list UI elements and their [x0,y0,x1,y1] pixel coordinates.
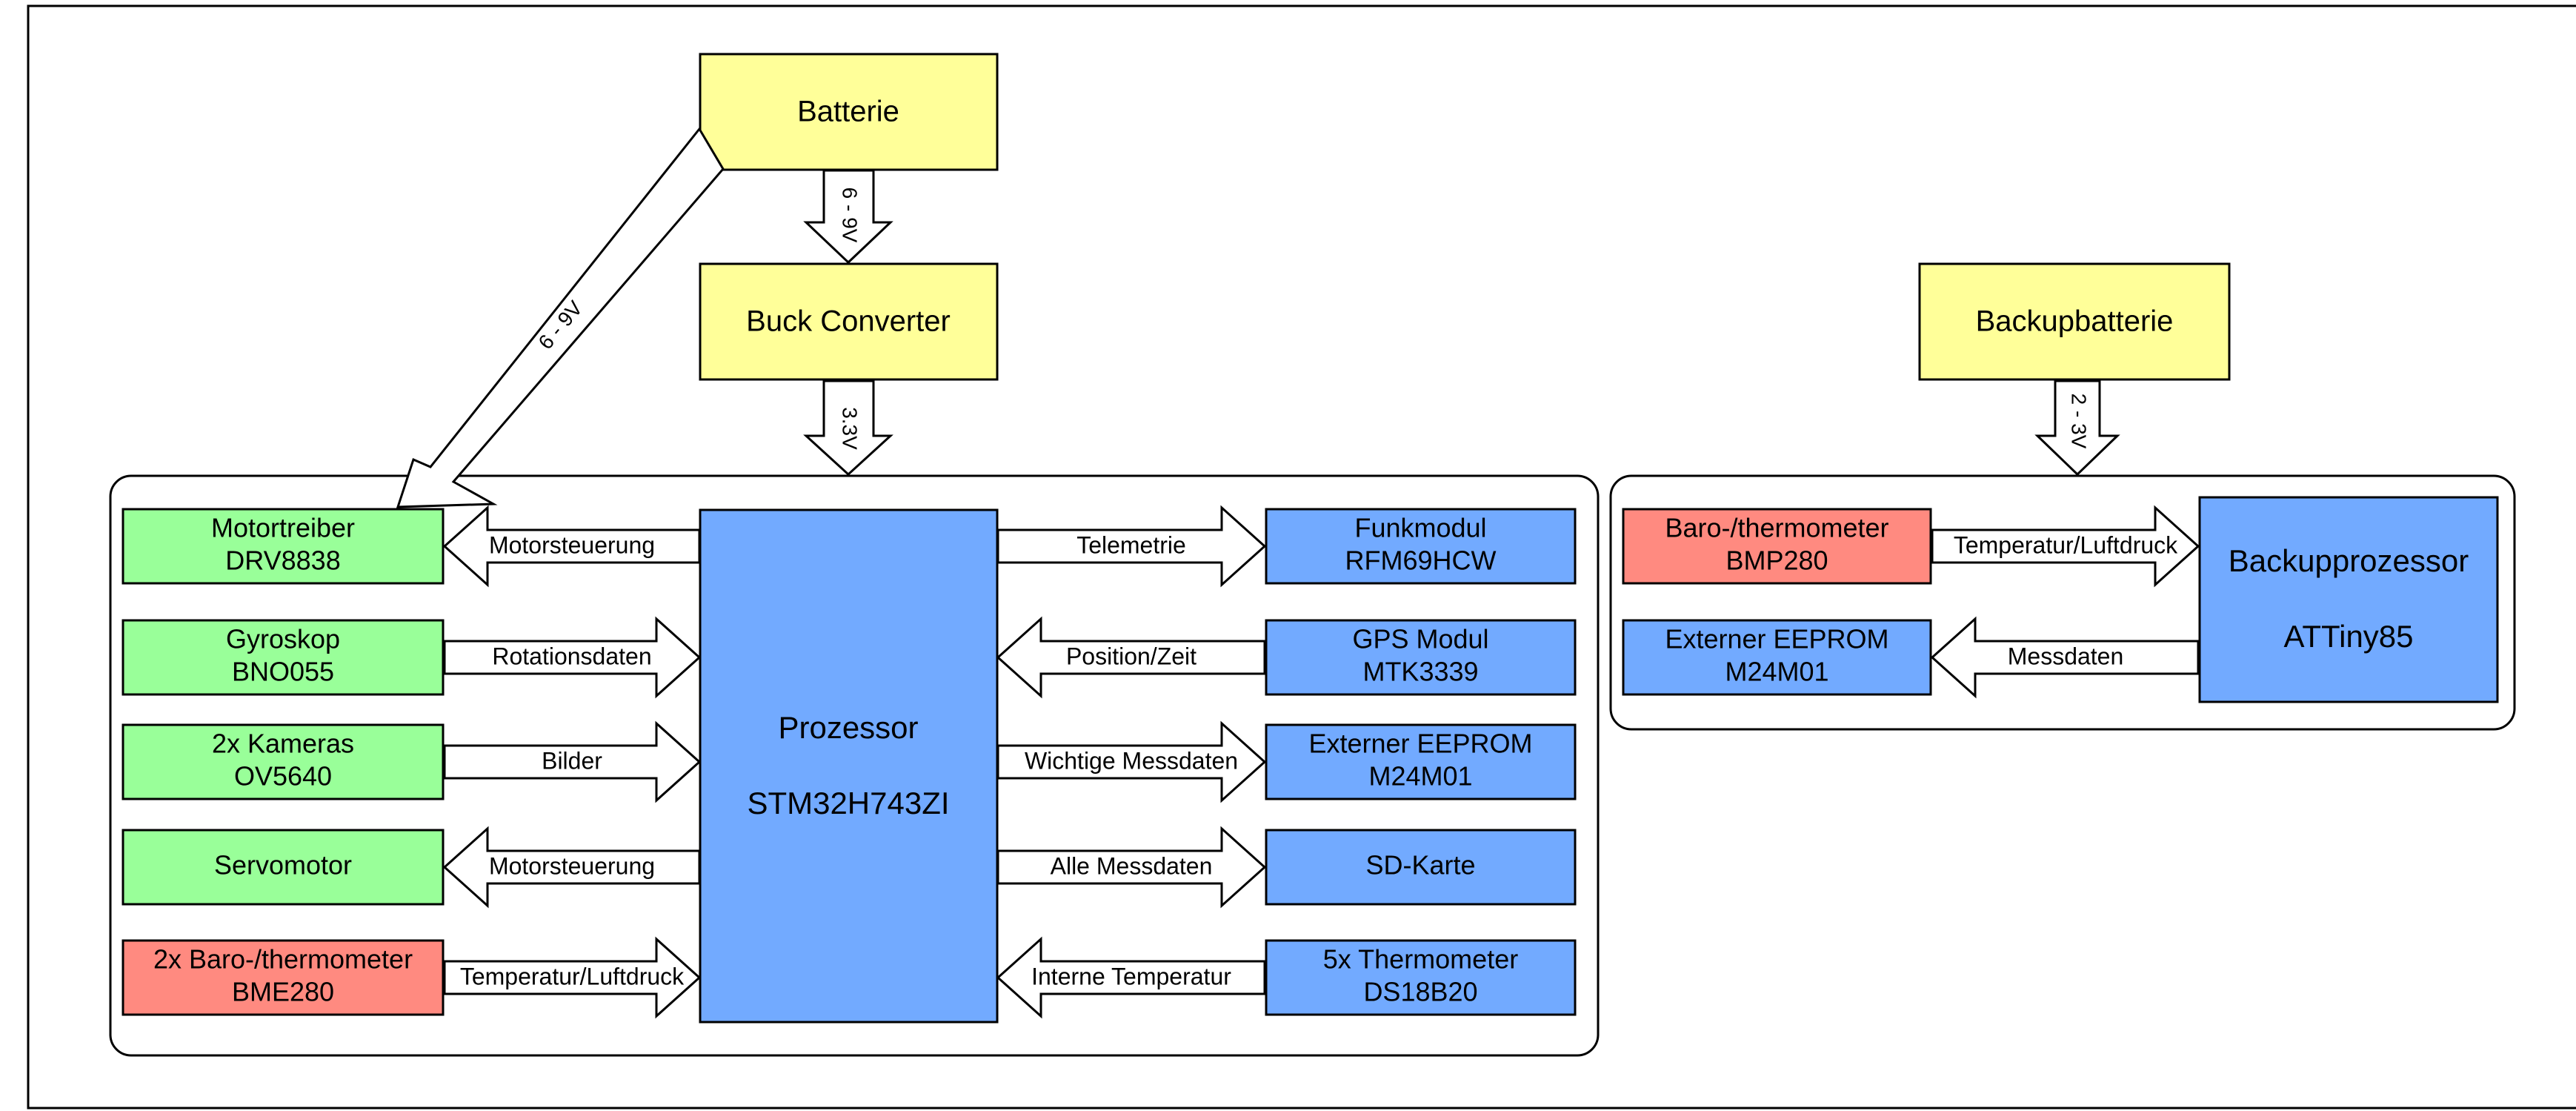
battery-block: Batterie [699,53,999,171]
module-name: 2x Baro-/thermometer [153,944,413,975]
module-chip: OV5640 [234,761,332,792]
backup-link-arrow-1 [1930,616,2200,699]
right-link-arrow-1 [996,616,1266,699]
module-name: Externer EEPROM [1665,624,1888,654]
main-board-container [109,474,1600,1057]
backup-processor-block: Backupprozessor ATTiny85 [2198,496,2499,703]
module-chip: M24M01 [1368,761,1472,792]
right-link-label-1: Position/Zeit [1066,643,1197,669]
module-chip: BNO055 [232,657,334,687]
module-name: SD-Karte [1365,850,1475,880]
left-link-arrow-0 [442,505,701,588]
right-link-label-4: Interne Temperatur [1031,963,1231,989]
battery-to-buck-arrow [803,169,893,265]
buck-to-board-voltage: 3.3V [839,407,862,450]
module-chip: BMP280 [1725,545,1828,576]
right-link-label-2: Wichtige Messdaten [1025,747,1238,774]
module-chip: M24M01 [1725,657,1828,687]
backup-processor-chip: ATTiny85 [2283,619,2413,654]
backup-battery-label: Backupbatterie [1976,305,2174,338]
outer-frame [27,4,2576,1110]
module-name: Gyroskop [226,624,340,654]
buck-converter-label: Buck Converter [746,305,951,338]
module-name: 2x Kameras [212,729,354,759]
left-module-3: Servomotor [122,829,445,906]
module-name: Baro-/thermometer [1665,513,1888,543]
processor-chip: STM32H743ZI [747,786,949,820]
right-link-arrow-3 [996,826,1267,909]
module-name: GPS Modul [1352,624,1488,654]
module-name: Funkmodul [1354,513,1486,543]
left-link-arrow-2 [443,720,702,803]
left-link-label-4: Temperatur/Luftdruck [460,963,685,989]
left-link-label-3: Motorsteuerung [489,852,655,879]
module-name: Motortreiber [211,513,355,543]
right-link-arrow-2 [996,720,1267,803]
module-chip: BME280 [232,977,334,1007]
module-chip: DS18B20 [1363,977,1477,1007]
battery-to-motor-arrow [396,127,725,508]
buck-to-board-arrow [803,379,893,477]
left-link-label-1: Rotationsdaten [492,643,651,669]
backup-board-container [1609,474,2516,731]
left-link-label-2: Bilder [542,747,602,774]
main-processor-block: Prozessor STM32H743ZI [699,508,999,1024]
left-link-arrow-1 [443,616,702,699]
modules-layer: MotortreiberDRV8838MotorsteuerungGyrosko… [122,505,2200,1019]
backup-battery-voltage: 2 - 3V [2068,394,2091,449]
backup-link-label-0: Temperatur/Luftdruck [1954,531,2178,558]
module-chip: RFM69HCW [1345,545,1497,576]
left-link-label-0: Motorsteuerung [489,531,655,558]
right-link-arrow-0 [996,505,1267,588]
module-name: 5x Thermometer [1323,944,1518,975]
backup-battery-block: Backupbatterie [1918,262,2231,381]
backup-link-label-1: Messdaten [2008,643,2124,669]
backup-processor-name: Backupprozessor [2229,543,2469,578]
buck-converter-block: Buck Converter [699,262,999,381]
battery-to-buck-voltage: 6 - 9V [839,188,862,243]
module-chip: DRV8838 [225,545,340,576]
backup-link-arrow-0 [1931,505,2200,588]
right-link-arrow-4 [996,936,1266,1019]
right-module-3: SD-Karte [1265,829,1577,906]
processor-name: Prozessor [778,710,918,745]
module-name: Servomotor [214,850,352,880]
right-link-label-0: Telemetrie [1076,531,1186,558]
module-name: Externer EEPROM [1308,729,1532,759]
backup-battery-arrow [2034,379,2120,477]
left-link-arrow-4 [443,936,702,1019]
left-link-arrow-3 [442,826,701,909]
right-link-label-3: Alle Messdaten [1051,852,1213,879]
battery-label: Batterie [797,96,899,128]
module-chip: MTK3339 [1362,657,1478,687]
